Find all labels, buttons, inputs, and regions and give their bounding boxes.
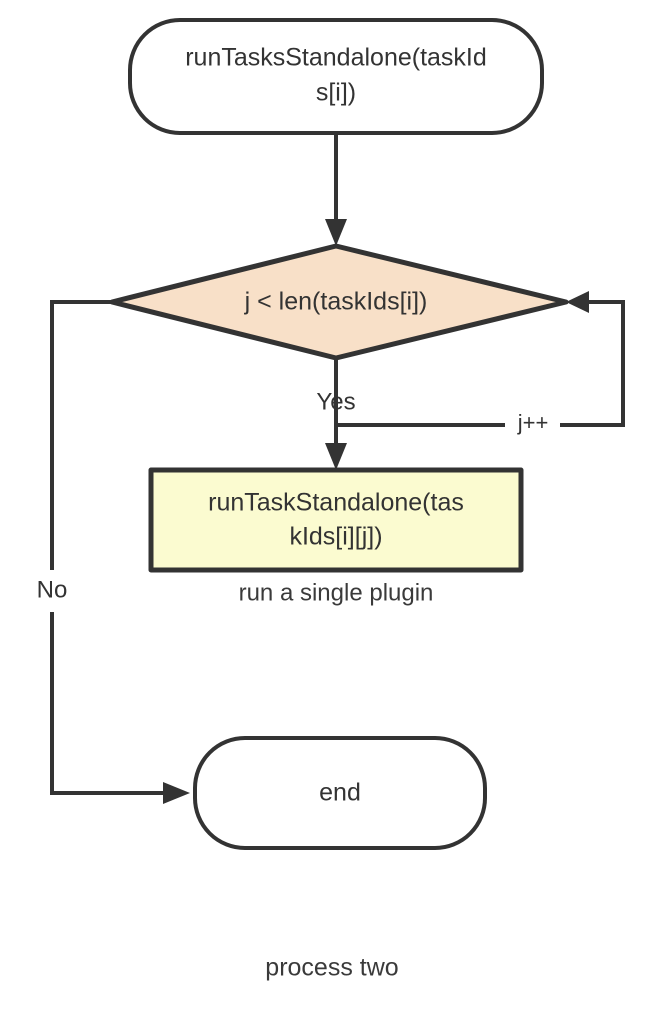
process-node-shape	[148, 467, 524, 573]
end-node-shape	[193, 736, 487, 850]
end-node-label: end	[319, 779, 361, 807]
arrowhead-down-decision	[325, 219, 347, 246]
node-decision[interactable]: j < len(taskIds[i])	[109, 243, 569, 361]
process-node-caption: run a single plugin	[239, 579, 434, 606]
arrowhead-left-decision	[566, 291, 589, 313]
node-start[interactable]: runTasksStandalone(taskId s[i])	[128, 18, 544, 135]
edge-loop-back	[336, 291, 625, 427]
decision-node-label: j < len(taskIds[i])	[244, 288, 428, 316]
arrowhead-right-end	[163, 782, 190, 804]
node-process[interactable]: runTaskStandalone(tas kIds[i][j])	[148, 467, 524, 573]
decision-node-shape	[109, 243, 569, 361]
start-node-label-line1: runTasksStandalone(taskId	[185, 44, 487, 72]
process-node-label-line1: runTaskStandalone(tas	[208, 489, 464, 517]
figure-caption: process two	[265, 954, 398, 982]
edge-decision-no	[50, 300, 190, 804]
edge-label-yes: Yes	[316, 388, 355, 415]
edge-start-to-decision	[325, 133, 347, 246]
edge-label-group: Yes j++ No	[37, 388, 549, 603]
start-node-label-line2: s[i])	[316, 79, 356, 107]
process-node-label-line2: kIds[i][j])	[289, 523, 382, 551]
edge-label-jpp: j++	[517, 410, 549, 435]
edge-label-no: No	[37, 576, 68, 603]
arrowhead-down-process	[325, 443, 347, 470]
edge-decision-yes	[325, 358, 347, 470]
start-node-shape	[128, 18, 544, 135]
node-end[interactable]: end	[193, 736, 487, 850]
